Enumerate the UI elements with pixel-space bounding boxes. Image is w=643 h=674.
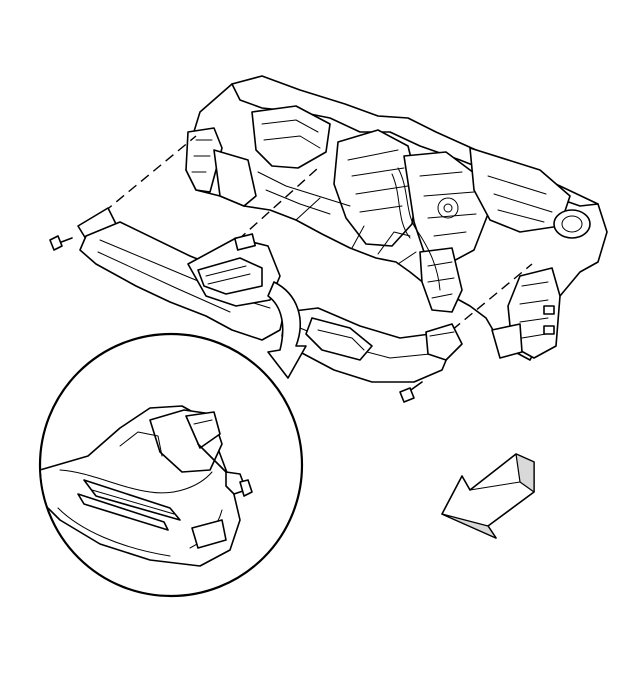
guide-line-right [439, 263, 533, 341]
floor-air-duct [77, 207, 463, 383]
curved-callout-arrow [267, 281, 307, 379]
detail-view [38, 332, 304, 598]
guide-line-left [103, 135, 197, 213]
front-of-vehicle-arrow [441, 453, 535, 539]
screw-right [399, 381, 423, 403]
duct-right-outlet-2 [425, 323, 463, 361]
screw-left [49, 235, 73, 251]
duct-right-outlet-1 [305, 317, 373, 361]
guide-line-center [237, 167, 319, 241]
alignment-guide-lines [103, 135, 533, 341]
